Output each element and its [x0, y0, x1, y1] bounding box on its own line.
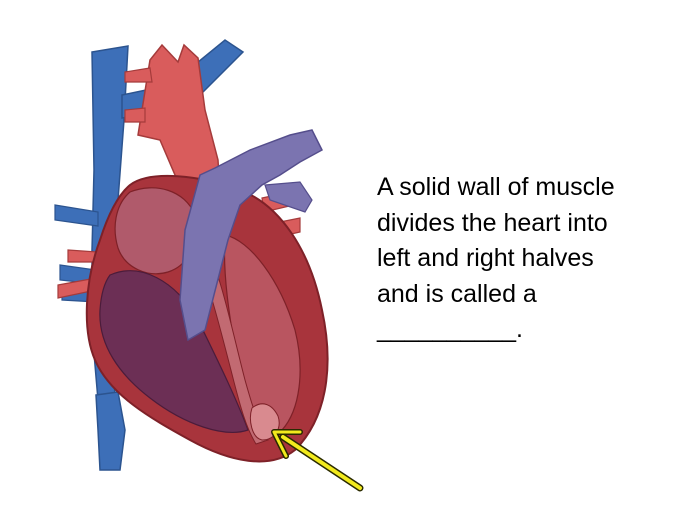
question-line-3: left and right halves	[377, 244, 594, 272]
question-line-1: A solid wall of muscle	[377, 173, 615, 201]
question-text: A solid wall of muscle divides the heart…	[377, 170, 672, 348]
pulmonary-branch	[264, 181, 313, 213]
question-line-2: divides the heart into	[377, 208, 608, 237]
pointer-arrowhead-fill	[272, 430, 302, 458]
pointer-arrow-shaft-fill	[281, 435, 362, 490]
inferior-vena-cava	[95, 391, 126, 471]
right-atrium	[114, 187, 197, 275]
pointer-arrow	[271, 429, 364, 492]
pulmonary-artery	[179, 129, 323, 342]
question-line-4: and is called a	[377, 279, 537, 308]
aortic-branches	[124, 67, 153, 123]
pulmonary-trunk	[179, 129, 323, 342]
question-blank: __________.	[377, 315, 523, 343]
